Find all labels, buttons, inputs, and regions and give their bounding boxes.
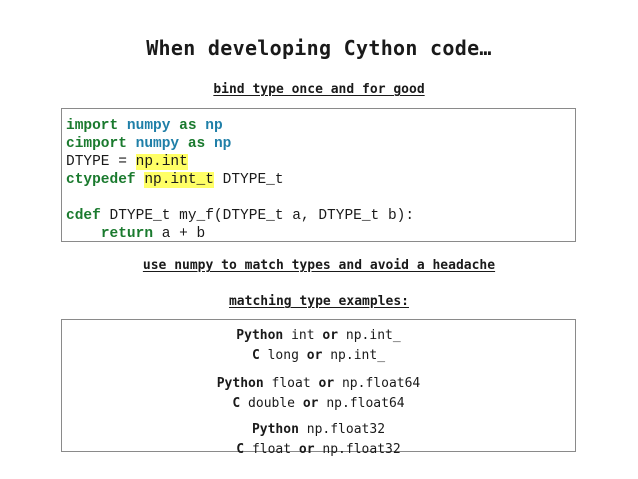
example-lang: C xyxy=(251,348,260,363)
code-text: a + b xyxy=(153,226,206,242)
example-row: C double or np.float64 xyxy=(62,394,575,414)
subheading-examples: matching type examples: xyxy=(228,294,409,309)
example-or: or xyxy=(322,328,339,343)
code-keyword: return xyxy=(100,226,154,242)
code-keyword: cdef xyxy=(66,208,101,224)
example-left: long xyxy=(267,348,299,363)
example-row: C long or np.int_ xyxy=(62,346,575,366)
examples-box: Python int or np.int_ C long or np.int_ … xyxy=(61,319,576,457)
example-right: np.int_ xyxy=(330,348,386,363)
example-right: np.float32 xyxy=(322,442,401,457)
code-text: DTYPE_t xyxy=(213,172,284,188)
example-group-int: Python int or np.int_ C long or np.int_ xyxy=(62,326,575,366)
example-left: double xyxy=(248,396,296,411)
example-lang: Python xyxy=(251,422,299,437)
code-keyword: as xyxy=(179,118,197,134)
code-module: numpy xyxy=(135,136,180,152)
code-module: numpy xyxy=(126,118,171,134)
code-highlight: np.int_t xyxy=(144,172,214,188)
subheading-use-numpy: use numpy to match types and avoid a hea… xyxy=(142,258,496,273)
code-content: import numpy as np cimport numpy as np D… xyxy=(62,109,575,243)
example-lang: Python xyxy=(236,328,284,343)
example-lang: C xyxy=(236,442,245,457)
code-keyword: as xyxy=(187,136,206,152)
code-indent xyxy=(66,226,101,242)
code-block: import numpy as np cimport numpy as np D… xyxy=(61,108,576,242)
example-lang: Python xyxy=(216,376,264,391)
example-right: np.float64 xyxy=(326,396,405,411)
example-or: or xyxy=(318,376,335,391)
example-left: np.float32 xyxy=(306,422,386,437)
example-left: int xyxy=(291,328,315,343)
example-or: or xyxy=(306,348,323,363)
example-or: or xyxy=(302,396,319,411)
subheading-bind-type: bind type once and for good xyxy=(213,82,425,97)
example-left: float xyxy=(271,376,311,391)
example-group-float64: Python float or np.float64 C double or n… xyxy=(62,374,575,414)
example-lang: C xyxy=(232,396,241,411)
code-alias: np xyxy=(213,136,232,152)
code-keyword: import xyxy=(66,118,119,134)
code-text: DTYPE = xyxy=(66,154,136,170)
example-row: C float or np.float32 xyxy=(62,440,575,460)
code-text: DTYPE_t my_f(DTYPE_t a, DTYPE_t b): xyxy=(100,208,415,224)
code-keyword: ctypedef xyxy=(66,172,136,188)
example-or: or xyxy=(298,442,315,457)
code-highlight: np.int xyxy=(135,154,188,170)
example-row: Python np.float32 xyxy=(62,420,575,440)
example-left: float xyxy=(251,442,292,457)
example-right: np.int_ xyxy=(345,328,401,343)
code-keyword: cimport xyxy=(66,136,127,152)
example-right: np.float64 xyxy=(341,376,421,391)
example-row: Python float or np.float64 xyxy=(62,374,575,394)
example-row: Python int or np.int_ xyxy=(62,326,575,346)
slide-title: When developing Cython code… xyxy=(146,36,492,60)
code-alias: np xyxy=(205,118,223,134)
example-group-float32: Python np.float32 C float or np.float32 xyxy=(62,420,575,460)
